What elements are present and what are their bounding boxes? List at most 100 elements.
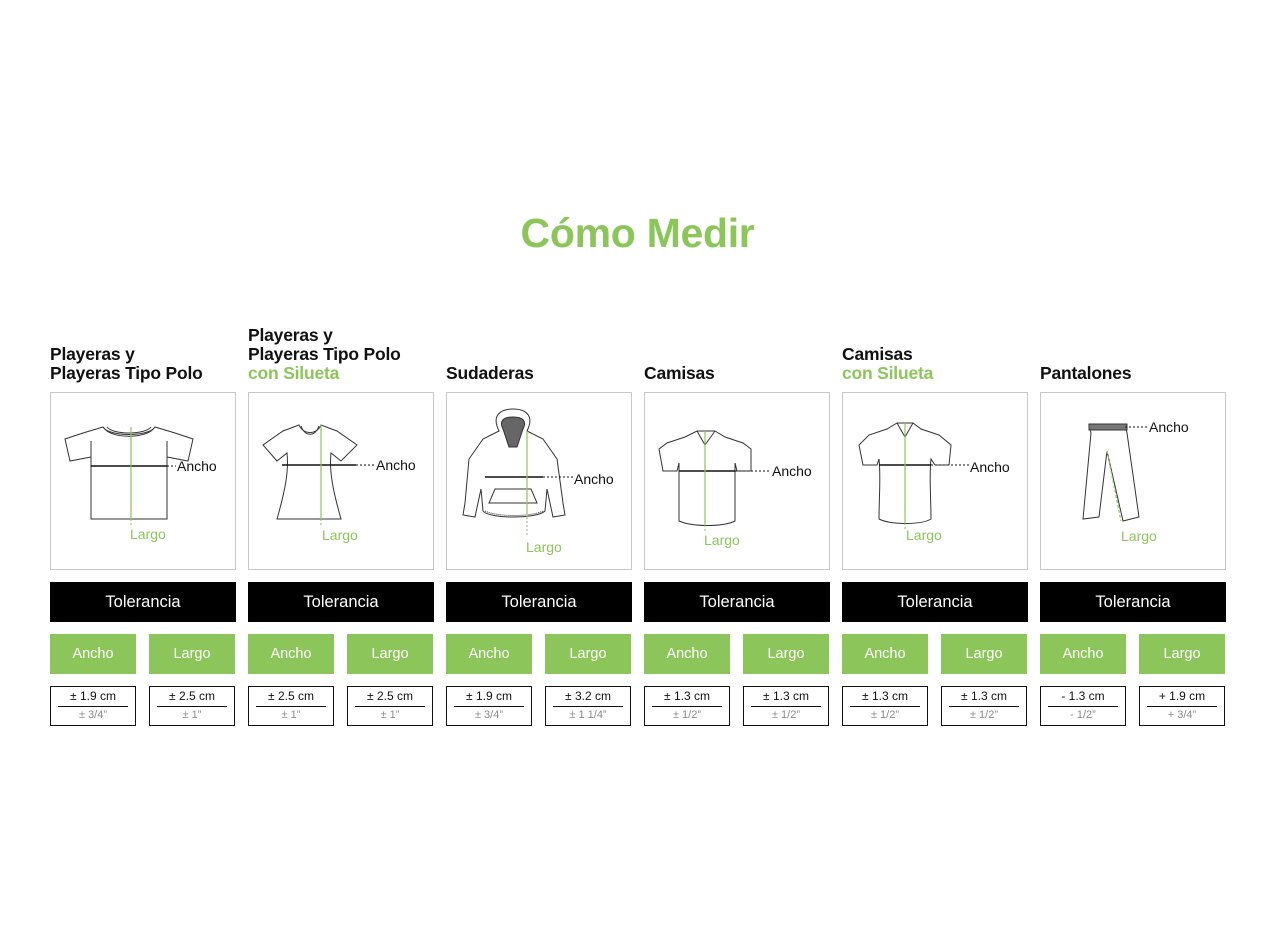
divider <box>454 706 524 707</box>
ancho-inches: ± 1” <box>281 709 301 721</box>
ancho-header: Ancho <box>842 634 928 674</box>
largo-inches: ± 1” <box>380 709 400 721</box>
divider <box>1048 706 1118 707</box>
ancho-inches: ± 3/4” <box>78 709 108 721</box>
tolerance-bar: Tolerancia <box>1040 582 1226 622</box>
ancho-header: Ancho <box>644 634 730 674</box>
garment-heading: Sudaderas <box>446 364 646 383</box>
garment-figure: Ancho Largo <box>644 392 830 570</box>
garment-figure: Ancho Largo <box>842 392 1028 570</box>
largo-cm: ± 2.5 cm <box>367 689 413 703</box>
page-title: Cómo Medir <box>520 210 755 256</box>
ancho-cm: - 1.3 cm <box>1061 689 1105 703</box>
largo-inches: + 3/4” <box>1167 709 1197 721</box>
hoodie-icon: Ancho Largo <box>462 408 614 555</box>
largo-header: Largo <box>941 634 1027 674</box>
ancho-measure-label: Ancho <box>376 457 416 473</box>
largo-header: Largo <box>743 634 829 674</box>
tolerance-bar: Tolerancia <box>446 582 632 622</box>
divider <box>949 706 1019 707</box>
largo-inches: ± 1/2” <box>771 709 801 721</box>
largo-tolerance-value: + 1.9 cm + 3/4” <box>1139 686 1225 726</box>
garment-figure: Ancho Largo <box>248 392 434 570</box>
pants-icon: Ancho Largo <box>1082 419 1189 544</box>
column-pantalones: Pantalones Ancho Largo Tolerancia Ancho … <box>1040 0 1226 945</box>
largo-header: Largo <box>1139 634 1225 674</box>
largo-measure-label: Largo <box>1121 528 1157 544</box>
shirt-icon: Ancho Largo <box>658 430 812 548</box>
largo-tolerance-value: ± 2.5 cm ± 1” <box>347 686 433 726</box>
column-camisas: Camisas Ancho Largo Tolerancia Ancho Lar… <box>644 0 830 945</box>
ancho-header: Ancho <box>248 634 334 674</box>
divider <box>751 706 821 707</box>
largo-header: Largo <box>149 634 235 674</box>
largo-inches: ± 1/2” <box>969 709 999 721</box>
ancho-header: Ancho <box>50 634 136 674</box>
largo-inches: ± 1” <box>182 709 202 721</box>
largo-cm: ± 2.5 cm <box>169 689 215 703</box>
largo-cm: ± 1.3 cm <box>961 689 1007 703</box>
divider <box>652 706 722 707</box>
ancho-header: Ancho <box>1040 634 1126 674</box>
garment-figure: Ancho Largo <box>1040 392 1226 570</box>
tshirt-icon: Ancho Largo <box>64 426 217 542</box>
heading-line: con Silueta <box>248 363 340 383</box>
ancho-tolerance-value: ± 2.5 cm ± 1” <box>248 686 334 726</box>
heading-line: Playeras Tipo Polo <box>50 363 203 383</box>
heading-line: Playeras Tipo Polo <box>248 344 401 364</box>
ancho-tolerance-value: ± 1.9 cm ± 3/4” <box>446 686 532 726</box>
ancho-header: Ancho <box>446 634 532 674</box>
ancho-tolerance-value: - 1.3 cm - 1/2” <box>1040 686 1126 726</box>
garment-heading: Pantalones <box>1040 364 1240 383</box>
ancho-measure-label: Ancho <box>177 458 217 474</box>
fitted-tshirt-icon: Ancho Largo <box>262 424 416 543</box>
ancho-cm: ± 1.3 cm <box>862 689 908 703</box>
tolerance-bar: Tolerancia <box>248 582 434 622</box>
tolerance-bar: Tolerancia <box>644 582 830 622</box>
divider <box>355 706 425 707</box>
largo-tolerance-value: ± 1.3 cm ± 1/2” <box>743 686 829 726</box>
largo-cm: ± 1.3 cm <box>763 689 809 703</box>
ancho-cm: ± 1.9 cm <box>466 689 512 703</box>
largo-header: Largo <box>545 634 631 674</box>
heading-line: Sudaderas <box>446 363 534 383</box>
divider <box>58 706 128 707</box>
largo-measure-label: Largo <box>130 526 166 542</box>
ancho-tolerance-value: ± 1.9 cm ± 3/4” <box>50 686 136 726</box>
largo-tolerance-value: ± 3.2 cm ± 1 1/4” <box>545 686 631 726</box>
heading-line: Camisas <box>842 344 913 364</box>
garment-heading: Camisas <box>644 364 844 383</box>
column-sudaderas: Sudaderas Ancho Largo Tolerancia Ancho L… <box>446 0 632 945</box>
largo-inches: ± 1 1/4” <box>569 709 607 721</box>
fitted-shirt-icon: Ancho Largo <box>858 422 1010 543</box>
heading-line: Camisas <box>644 363 715 383</box>
divider <box>256 706 326 707</box>
largo-measure-label: Largo <box>526 539 562 555</box>
ancho-inches: ± 1/2” <box>672 709 702 721</box>
largo-header: Largo <box>347 634 433 674</box>
ancho-cm: ± 1.3 cm <box>664 689 710 703</box>
divider <box>850 706 920 707</box>
ancho-inches: ± 3/4” <box>474 709 504 721</box>
garment-figure: Ancho Largo <box>446 392 632 570</box>
largo-measure-label: Largo <box>704 532 740 548</box>
largo-tolerance-value: ± 2.5 cm ± 1” <box>149 686 235 726</box>
largo-cm: ± 3.2 cm <box>565 689 611 703</box>
ancho-measure-label: Ancho <box>970 459 1010 475</box>
ancho-tolerance-value: ± 1.3 cm ± 1/2” <box>644 686 730 726</box>
largo-cm: + 1.9 cm <box>1158 689 1206 703</box>
ancho-measure-label: Ancho <box>574 471 614 487</box>
heading-line: Playeras y <box>50 344 135 364</box>
garment-figure: Ancho Largo <box>50 392 236 570</box>
ancho-tolerance-value: ± 1.3 cm ± 1/2” <box>842 686 928 726</box>
heading-line: Pantalones <box>1040 363 1132 383</box>
ancho-cm: ± 2.5 cm <box>268 689 314 703</box>
divider <box>157 706 227 707</box>
heading-line: Playeras y <box>248 325 333 345</box>
ancho-measure-label: Ancho <box>772 463 812 479</box>
